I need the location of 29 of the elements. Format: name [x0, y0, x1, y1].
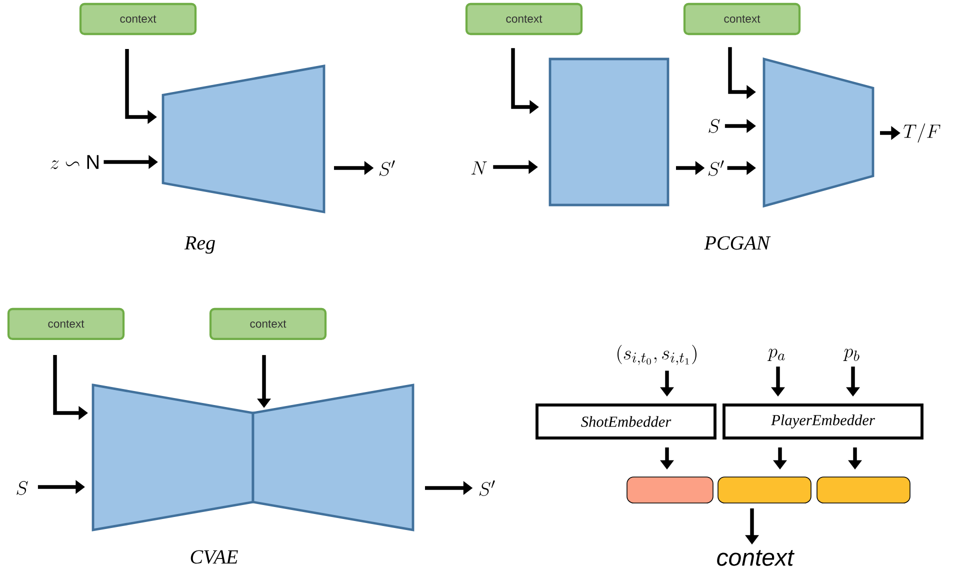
- context-box: context: [683, 2, 801, 36]
- embedding-bar: [816, 476, 910, 504]
- math-label: $p_a$: [768, 348, 785, 361]
- caption: CVAE: [190, 550, 238, 564]
- math-label: $S$: [16, 481, 28, 495]
- output-label: context: [717, 550, 795, 566]
- embedding-bar: [718, 476, 812, 504]
- math-label: $N$: [471, 161, 487, 175]
- math-label: $p_b$: [843, 348, 860, 361]
- trapezoid-block: [92, 384, 254, 532]
- math-label: $(s_{i,t_0},s_{i,t_1})$: [618, 344, 696, 366]
- math-label: $S$: [708, 119, 720, 133]
- trapezoid-block: [162, 64, 326, 214]
- context-box: context: [209, 308, 327, 340]
- embedder-box: PlayerEmbedder: [722, 404, 924, 440]
- math-label: $S'$: [479, 480, 495, 496]
- context-box: context: [465, 2, 583, 36]
- embedding-bar: [626, 476, 714, 504]
- caption: PCGAN: [704, 236, 771, 250]
- math-label: $S'$: [379, 160, 395, 176]
- rectangle-block: [548, 58, 670, 206]
- context-box: context: [7, 308, 125, 340]
- math-label: $S'$: [708, 160, 724, 176]
- embedder-box: ShotEmbedder: [536, 404, 716, 440]
- trapezoid-block: [252, 384, 414, 532]
- math-label: $T/F$: [904, 123, 940, 143]
- caption: Reg: [184, 236, 215, 254]
- math-label: $z \backsim \mathrm{N}$: [50, 155, 98, 170]
- context-box: context: [79, 2, 197, 36]
